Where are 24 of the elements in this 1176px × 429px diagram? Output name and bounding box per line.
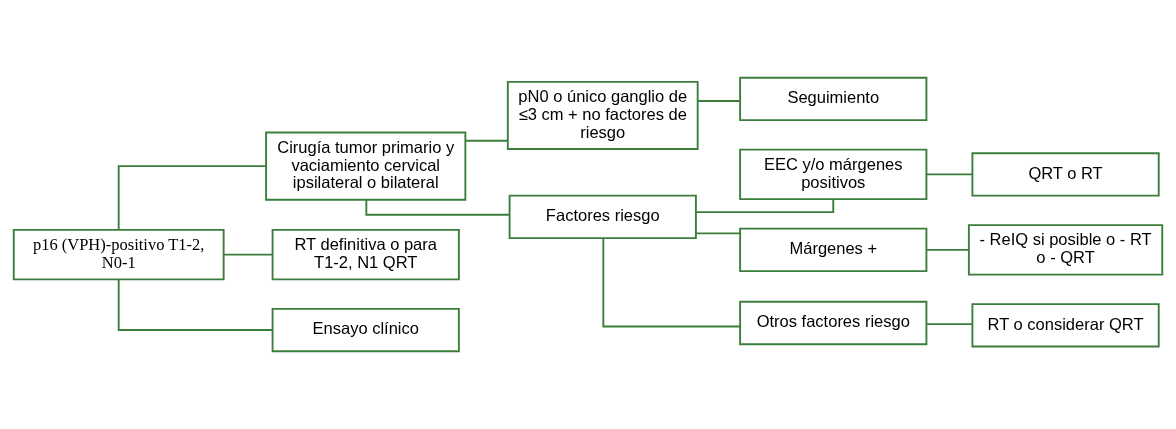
node-box: EEC y/o márgenes positivos: [739, 148, 928, 201]
node-box: Seguimiento: [739, 76, 928, 122]
connector: [696, 100, 741, 102]
connector: [117, 278, 274, 331]
connector: [602, 237, 742, 328]
connector: [117, 165, 267, 231]
connector: [695, 198, 835, 214]
node-box: Factores riesgo: [508, 194, 697, 240]
node-box: RT definitiva o para T1-2, N1 QRT: [271, 228, 460, 281]
node-box: Márgenes +: [739, 227, 928, 273]
node-box: QRT o RT: [971, 152, 1160, 197]
connector: [464, 139, 509, 142]
node-box: Ensayo clínico: [271, 307, 460, 353]
connector: [925, 248, 970, 251]
node-box: Otros factores riesgo: [739, 300, 928, 346]
connector: [925, 173, 974, 176]
connector: [695, 232, 742, 235]
connector: [925, 323, 974, 326]
node-box: RT o considerar QRT: [971, 303, 1160, 348]
connector: [222, 253, 274, 256]
node-box: pN0 o único ganglio de ≤3 cm + no factores de riesgo: [506, 80, 699, 150]
node-box: Cirugía tumor primario y vaciamiento cervical ipsilateral o bilateral: [265, 131, 467, 201]
node-box: p16 (VPH)-positivo T1-2, N0-1: [12, 228, 225, 281]
node-box: - ReIQ si posible o - RT o - QRT: [967, 224, 1164, 276]
